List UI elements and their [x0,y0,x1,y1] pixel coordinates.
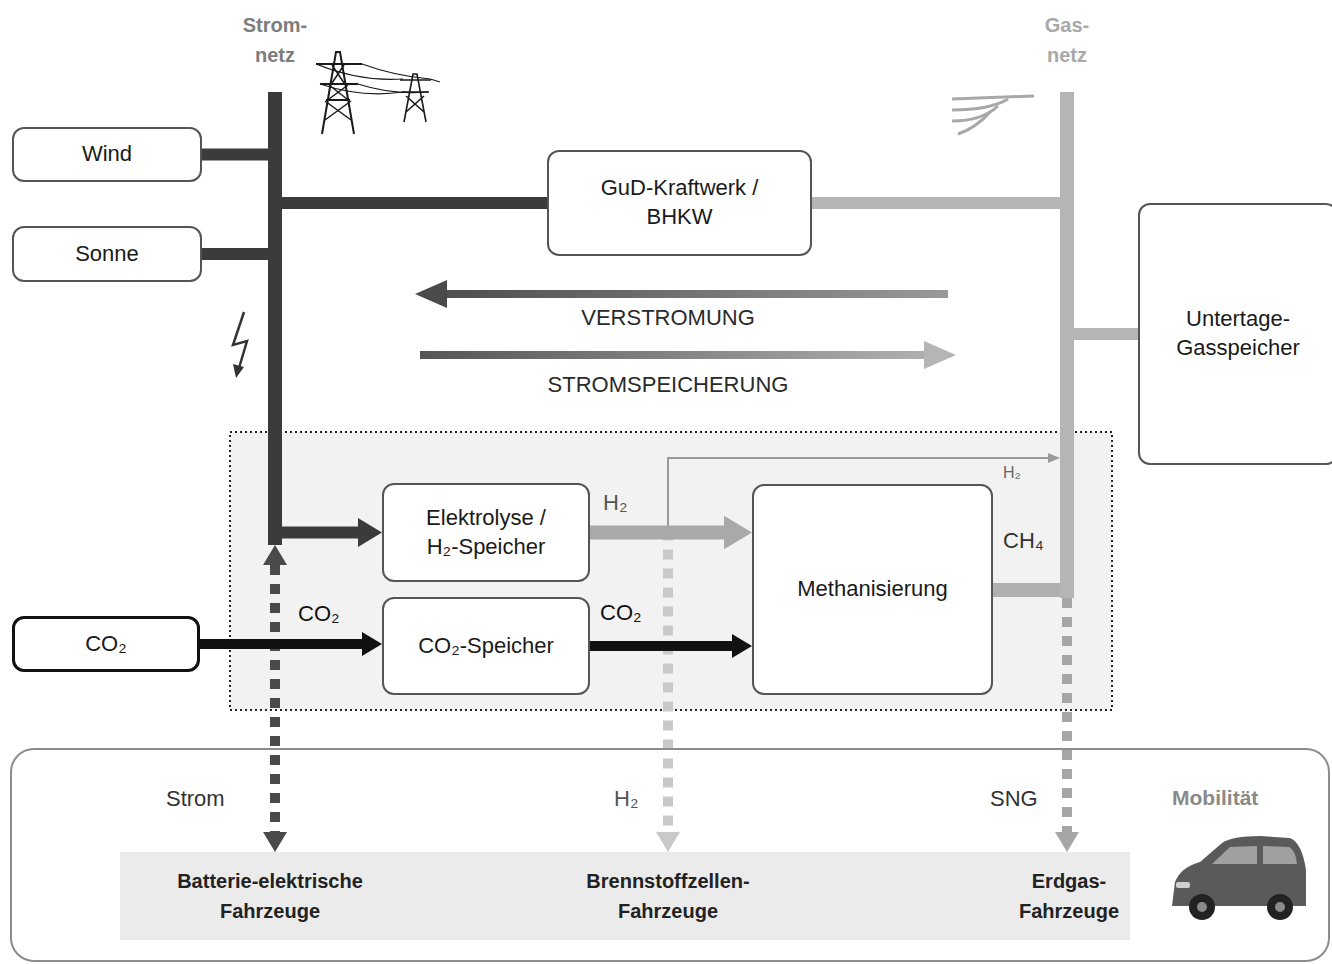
edge-label: Strom [166,786,225,812]
connector [993,583,1060,597]
vehicle-band: Batterie-elektrische Fahrzeuge [120,852,420,940]
mobility-band: MobilitätBatterie-elektrische Fahrzeuge B… [10,748,1330,962]
speicherung-arrow [420,351,926,359]
connector [282,527,358,539]
gas-icon-line [952,99,1008,110]
lightning-icon [233,312,247,378]
node-label: CO₂-Speicher [418,632,554,661]
connector [202,149,268,161]
gas-icon-line [952,96,1034,99]
connector [590,641,732,651]
process-box: Methanisierung [752,484,993,695]
connector [202,248,268,260]
source-box: Wind [12,127,202,182]
small-pylon [400,74,431,122]
conversion-arrows [415,280,956,369]
node-label: Brennstoffzellen- Fahrzeuge [558,866,778,926]
storage-box: CO₂-Speicher [382,597,590,695]
edge-label: H₂ [614,786,638,812]
connector [1074,328,1138,340]
node-label: Methanisierung [797,575,947,604]
car-headlight [1176,882,1190,888]
lightning-head [233,364,244,378]
dotted-connector [1062,598,1072,832]
arrow-caption: STROMSPEICHERUNG [548,372,789,398]
node-label: Wind [82,140,132,169]
source-box: Sonne [12,226,202,282]
pylon-arms [316,64,362,100]
pylon-lattice [325,65,351,120]
edge-label: CH₄ [1003,528,1044,554]
edge-label: H₂ [1003,463,1021,482]
connector [590,526,724,540]
edge-label: H₂ [603,490,627,516]
node-label: CO₂ [85,630,127,659]
node-label: Untertage- Gasspeicher [1163,305,1313,362]
edge-label: SNG [990,786,1038,812]
car-wheel [1267,894,1293,920]
bus-heading: Gas- netz [1035,10,1099,70]
gas-icon-line [958,112,990,134]
node-label: Elektrolyse / H₂-Speicher [416,504,556,561]
gas-icon [952,96,1034,134]
car-hub [1197,902,1207,912]
connector [282,197,547,209]
storage-box: Untertage- Gasspeicher [1138,203,1332,465]
source-box: CO₂ [12,616,200,672]
pylon-icon [316,52,440,134]
edge-label: CO₂ [298,601,340,627]
edge-label: CO₂ [600,600,642,626]
lightning-bolt [233,312,247,368]
verstromung-arrowhead [415,280,447,308]
band-heading: Mobilität [1172,786,1258,810]
car-window [1212,846,1257,864]
vehicle-band: Erdgas- Fahrzeuge [916,852,1130,940]
connector [812,197,1060,209]
dotted-connector [270,565,280,832]
verstromung-arrow [445,290,948,298]
bus-heading: Strom- netz [232,10,318,70]
node-label: Sonne [75,240,139,269]
car-hub [1275,902,1285,912]
node-label: GuD-Kraftwerk / BHKW [580,174,780,231]
node-label: Erdgas- Fahrzeuge [1009,866,1129,926]
arrow-caption: VERSTROMUNG [581,305,755,331]
car-window [1263,846,1297,864]
gas-icon-line [952,106,998,121]
car-wheel [1189,894,1215,920]
vehicle-band: Brennstoffzellen- Fahrzeuge [420,852,916,940]
node-label: Batterie-elektrische Fahrzeuge [145,866,395,926]
speicherung-arrowhead [924,341,956,369]
car-icon [1172,836,1306,920]
connector [200,639,362,649]
dotted-connector [590,533,668,833]
process-box: Elektrolyse / H₂-Speicher [382,483,590,582]
plant-box: GuD-Kraftwerk / BHKW [547,150,812,256]
power-grid-bus: Strom- netz [268,92,282,545]
power-lines [316,64,440,94]
gas-grid-bus: Gas- netz [1060,92,1074,598]
